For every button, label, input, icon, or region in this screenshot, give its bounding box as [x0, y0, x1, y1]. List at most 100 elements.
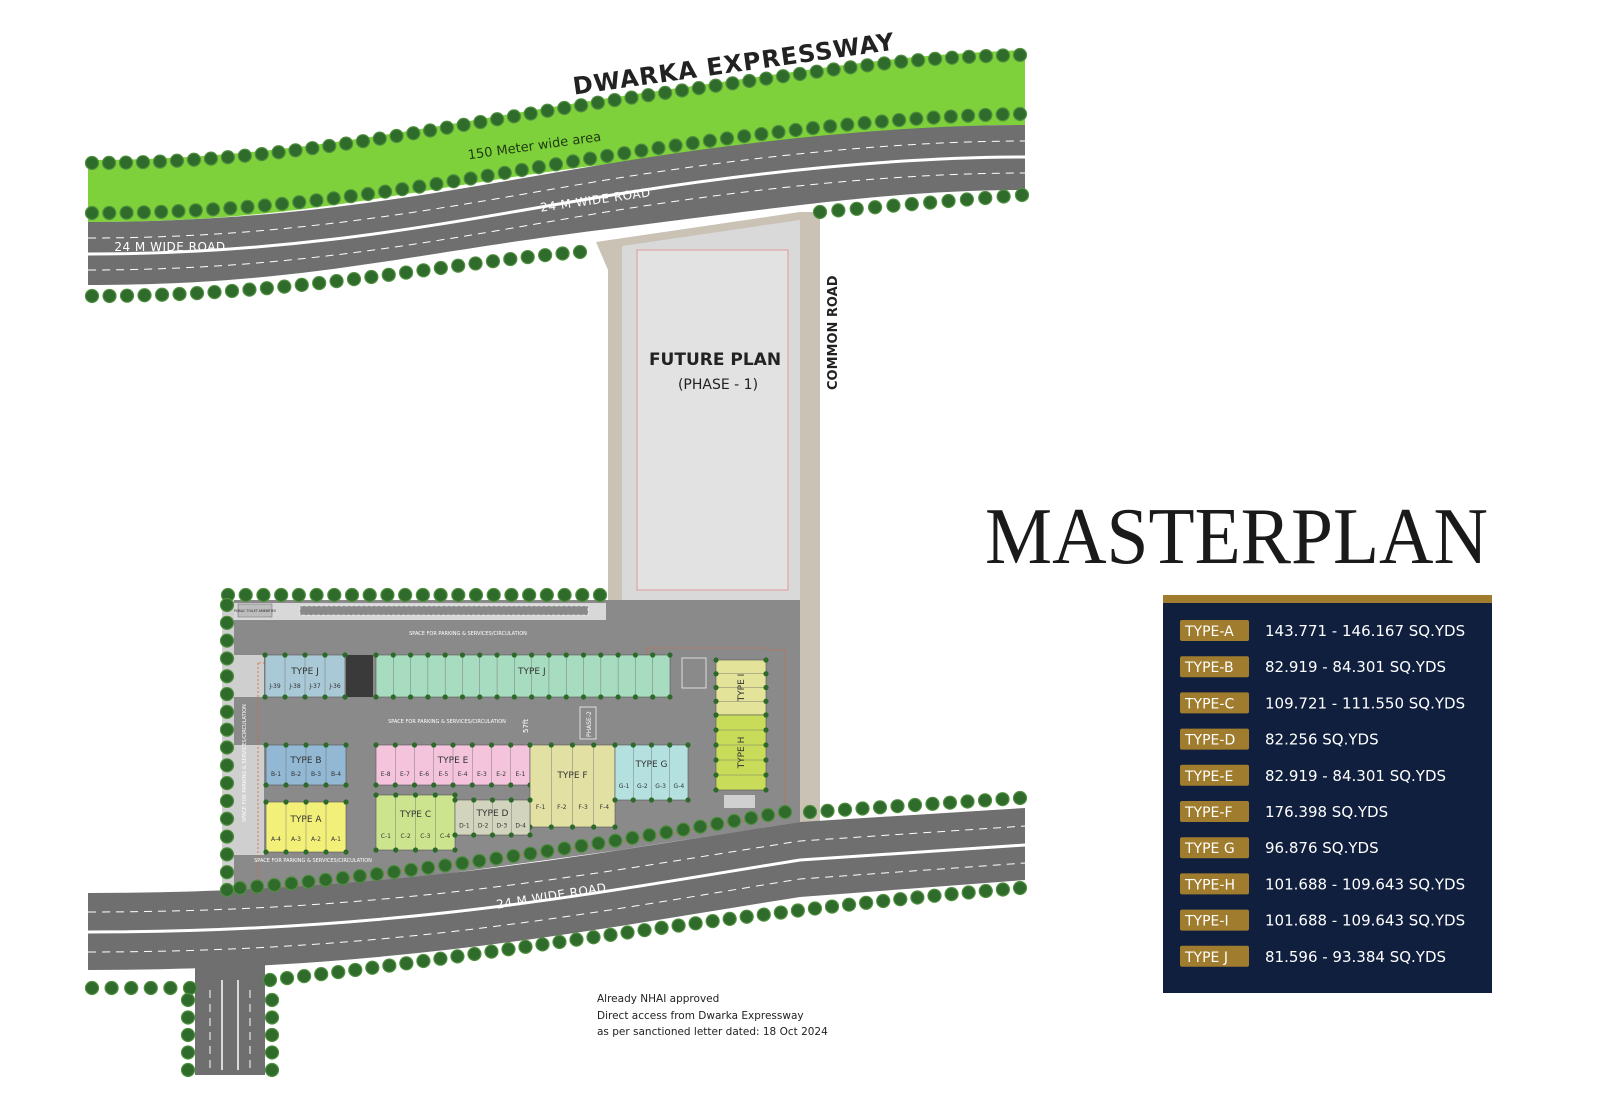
- tree-icon: [539, 587, 554, 603]
- tree-icon: [416, 263, 431, 278]
- tree-icon: [257, 198, 272, 213]
- tree-icon: [262, 972, 278, 988]
- bottom-road-median: [87, 843, 1026, 934]
- tree-icon: [455, 856, 470, 871]
- tree-icon: [292, 195, 307, 210]
- tree-icon: [843, 60, 858, 75]
- tree-icon: [312, 275, 327, 291]
- tree-icon: [303, 799, 309, 805]
- tree-icon: [763, 727, 769, 733]
- tree-icon: [452, 792, 458, 798]
- tree-icon: [152, 154, 168, 169]
- unit-label: B-4: [331, 771, 341, 778]
- tree-icon: [650, 694, 656, 700]
- tree-icon: [468, 587, 484, 603]
- tree-icon: [373, 792, 379, 798]
- tree-icon: [154, 204, 169, 219]
- tree-icon: [840, 117, 855, 132]
- unit-label: J-37: [308, 683, 321, 690]
- unit-label: D-1: [459, 822, 470, 829]
- unit-label: D-4: [515, 822, 526, 829]
- tree-icon: [582, 151, 598, 166]
- tree-icon: [282, 694, 288, 700]
- tree-icon: [421, 860, 436, 875]
- unit-label: C-3: [420, 833, 430, 840]
- tree-icon: [942, 795, 958, 810]
- unit-label: A-1: [331, 836, 341, 843]
- tree-icon: [262, 652, 268, 658]
- common-road-label: COMMON ROAD: [826, 275, 841, 390]
- unit-label: J-38: [288, 683, 301, 690]
- tree-icon: [219, 669, 235, 684]
- tree-icon: [378, 184, 393, 199]
- tree-icon: [1012, 47, 1028, 63]
- tree-icon: [84, 980, 100, 996]
- tree-icon: [411, 742, 418, 748]
- tree-icon: [452, 797, 458, 803]
- tree-icon: [180, 1027, 196, 1043]
- tree-icon: [995, 792, 1010, 807]
- tree-icon: [685, 135, 700, 151]
- left-open-space: [234, 745, 264, 855]
- unit-label: B-3: [311, 771, 321, 778]
- unit-label: B-2: [291, 771, 301, 778]
- tree-icon: [219, 847, 235, 862]
- tree-icon: [415, 587, 430, 603]
- tree-icon: [180, 1010, 196, 1025]
- plot-block-type-i[interactable]: TYPE I: [713, 657, 769, 718]
- tree-icon: [620, 925, 635, 940]
- tree-icon: [685, 797, 691, 803]
- plot-block-type-j[interactable]: TYPE J: [373, 652, 673, 700]
- tree-icon: [237, 148, 252, 163]
- legend-type-badge: [1180, 728, 1249, 750]
- tree-icon: [101, 155, 117, 171]
- tree-icon: [291, 587, 306, 603]
- tree-icon: [685, 742, 691, 748]
- tree-icon: [641, 88, 656, 103]
- tree-icon: [446, 174, 461, 189]
- tree-icon: [219, 793, 235, 809]
- tree-icon: [297, 969, 312, 984]
- tree-icon: [574, 838, 589, 854]
- legend-size: 96.876 SQ.YDS: [1265, 839, 1379, 857]
- tree-icon: [557, 587, 572, 603]
- legend-type-badge: [1180, 764, 1249, 786]
- block-label: TYPE E: [437, 756, 469, 766]
- unit-label: A-4: [271, 836, 281, 843]
- tree-icon: [573, 98, 589, 113]
- future-phase-label: (PHASE - 1): [678, 377, 758, 393]
- plot-block-type-h[interactable]: TYPE H: [713, 712, 769, 793]
- tree-icon: [399, 265, 414, 280]
- tree-icon: [219, 722, 235, 737]
- tree-icon: [467, 946, 482, 962]
- tree-icon: [506, 109, 522, 124]
- tree-icon: [978, 107, 993, 123]
- tree-icon: [809, 64, 824, 79]
- tree-icon: [124, 980, 139, 996]
- tree-icon: [342, 694, 348, 700]
- parking-label-bottom: SPACE FOR PARKING & SERVICES/CIRCULATION: [254, 858, 372, 864]
- tree-icon: [432, 847, 438, 853]
- legend-size: 109.721 - 111.550 SQ.YDS: [1265, 694, 1465, 712]
- tree-icon: [102, 288, 117, 304]
- tree-icon: [511, 694, 517, 700]
- tree-icon: [180, 992, 196, 1008]
- bottom-road-lane: [87, 862, 1026, 953]
- tree-icon: [909, 111, 924, 126]
- tree-icon: [485, 254, 501, 269]
- legend-type: TYPE-E: [1184, 769, 1233, 785]
- tree-icon: [171, 204, 186, 219]
- tree-icon: [713, 698, 719, 704]
